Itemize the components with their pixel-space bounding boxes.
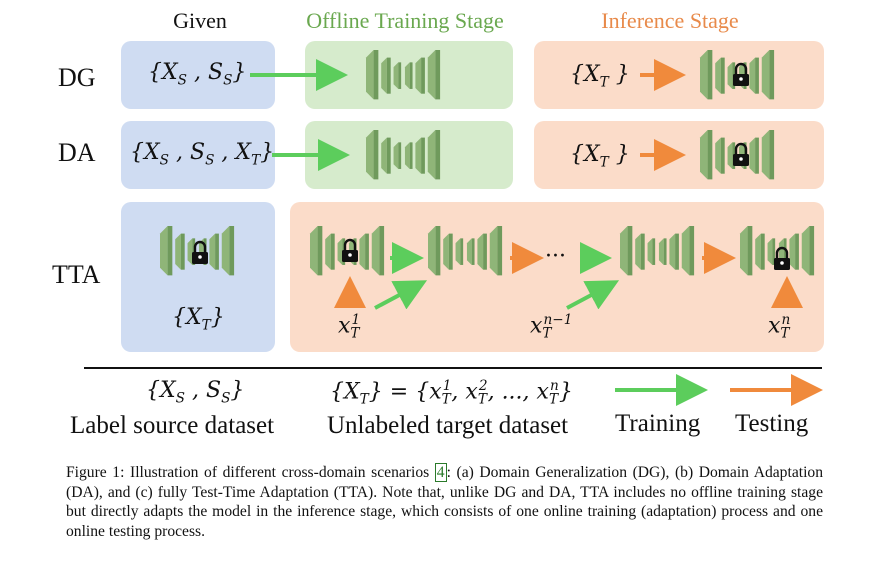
header-inference: Inference Stage bbox=[601, 8, 739, 33]
legend-testing-label: Testing bbox=[735, 410, 809, 437]
row-label-da: DA bbox=[58, 138, 96, 167]
tta-given-box bbox=[121, 202, 275, 352]
citation-link[interactable]: 4 bbox=[434, 463, 447, 482]
dg-given-box bbox=[121, 41, 275, 109]
da-given-box bbox=[121, 121, 275, 189]
header-offline-training: Offline Training Stage bbox=[306, 8, 504, 33]
figure-caption: Figure 1: Illustration of different cros… bbox=[66, 463, 823, 541]
row-label-tta: TTA bbox=[52, 260, 101, 289]
legend-target-label: Unlabeled target dataset bbox=[327, 412, 569, 439]
dg-inference-input: {XT } bbox=[570, 62, 630, 91]
tta-given-set: {XT} bbox=[172, 305, 225, 334]
tta-sample-mid: xTn−1 bbox=[530, 312, 573, 342]
row-label-dg: DG bbox=[58, 63, 96, 92]
tta-sample-last: xTn bbox=[768, 312, 791, 342]
da-inference-input: {XT } bbox=[570, 142, 630, 171]
tta-sample-first: xT1 bbox=[338, 312, 361, 342]
dg-given-set: {XS , SS} bbox=[148, 60, 247, 89]
da-given-set: {XS , SS , XT} bbox=[130, 140, 275, 169]
legend-training-label: Training bbox=[615, 410, 701, 437]
legend-target-set: {XT} = {xT1, xT2, ..., xTn} bbox=[330, 378, 573, 408]
legend-source-label: Label source dataset bbox=[70, 412, 275, 439]
header-given: Given bbox=[173, 8, 227, 33]
tta-ellipsis: ··· bbox=[545, 244, 566, 269]
caption-prefix: Figure 1: Illustration of different cros… bbox=[66, 464, 430, 481]
caption-body: : (a) Domain Generalization (DG), (b) Do… bbox=[66, 464, 823, 540]
legend-source-set: {XS , SS} bbox=[146, 378, 245, 407]
